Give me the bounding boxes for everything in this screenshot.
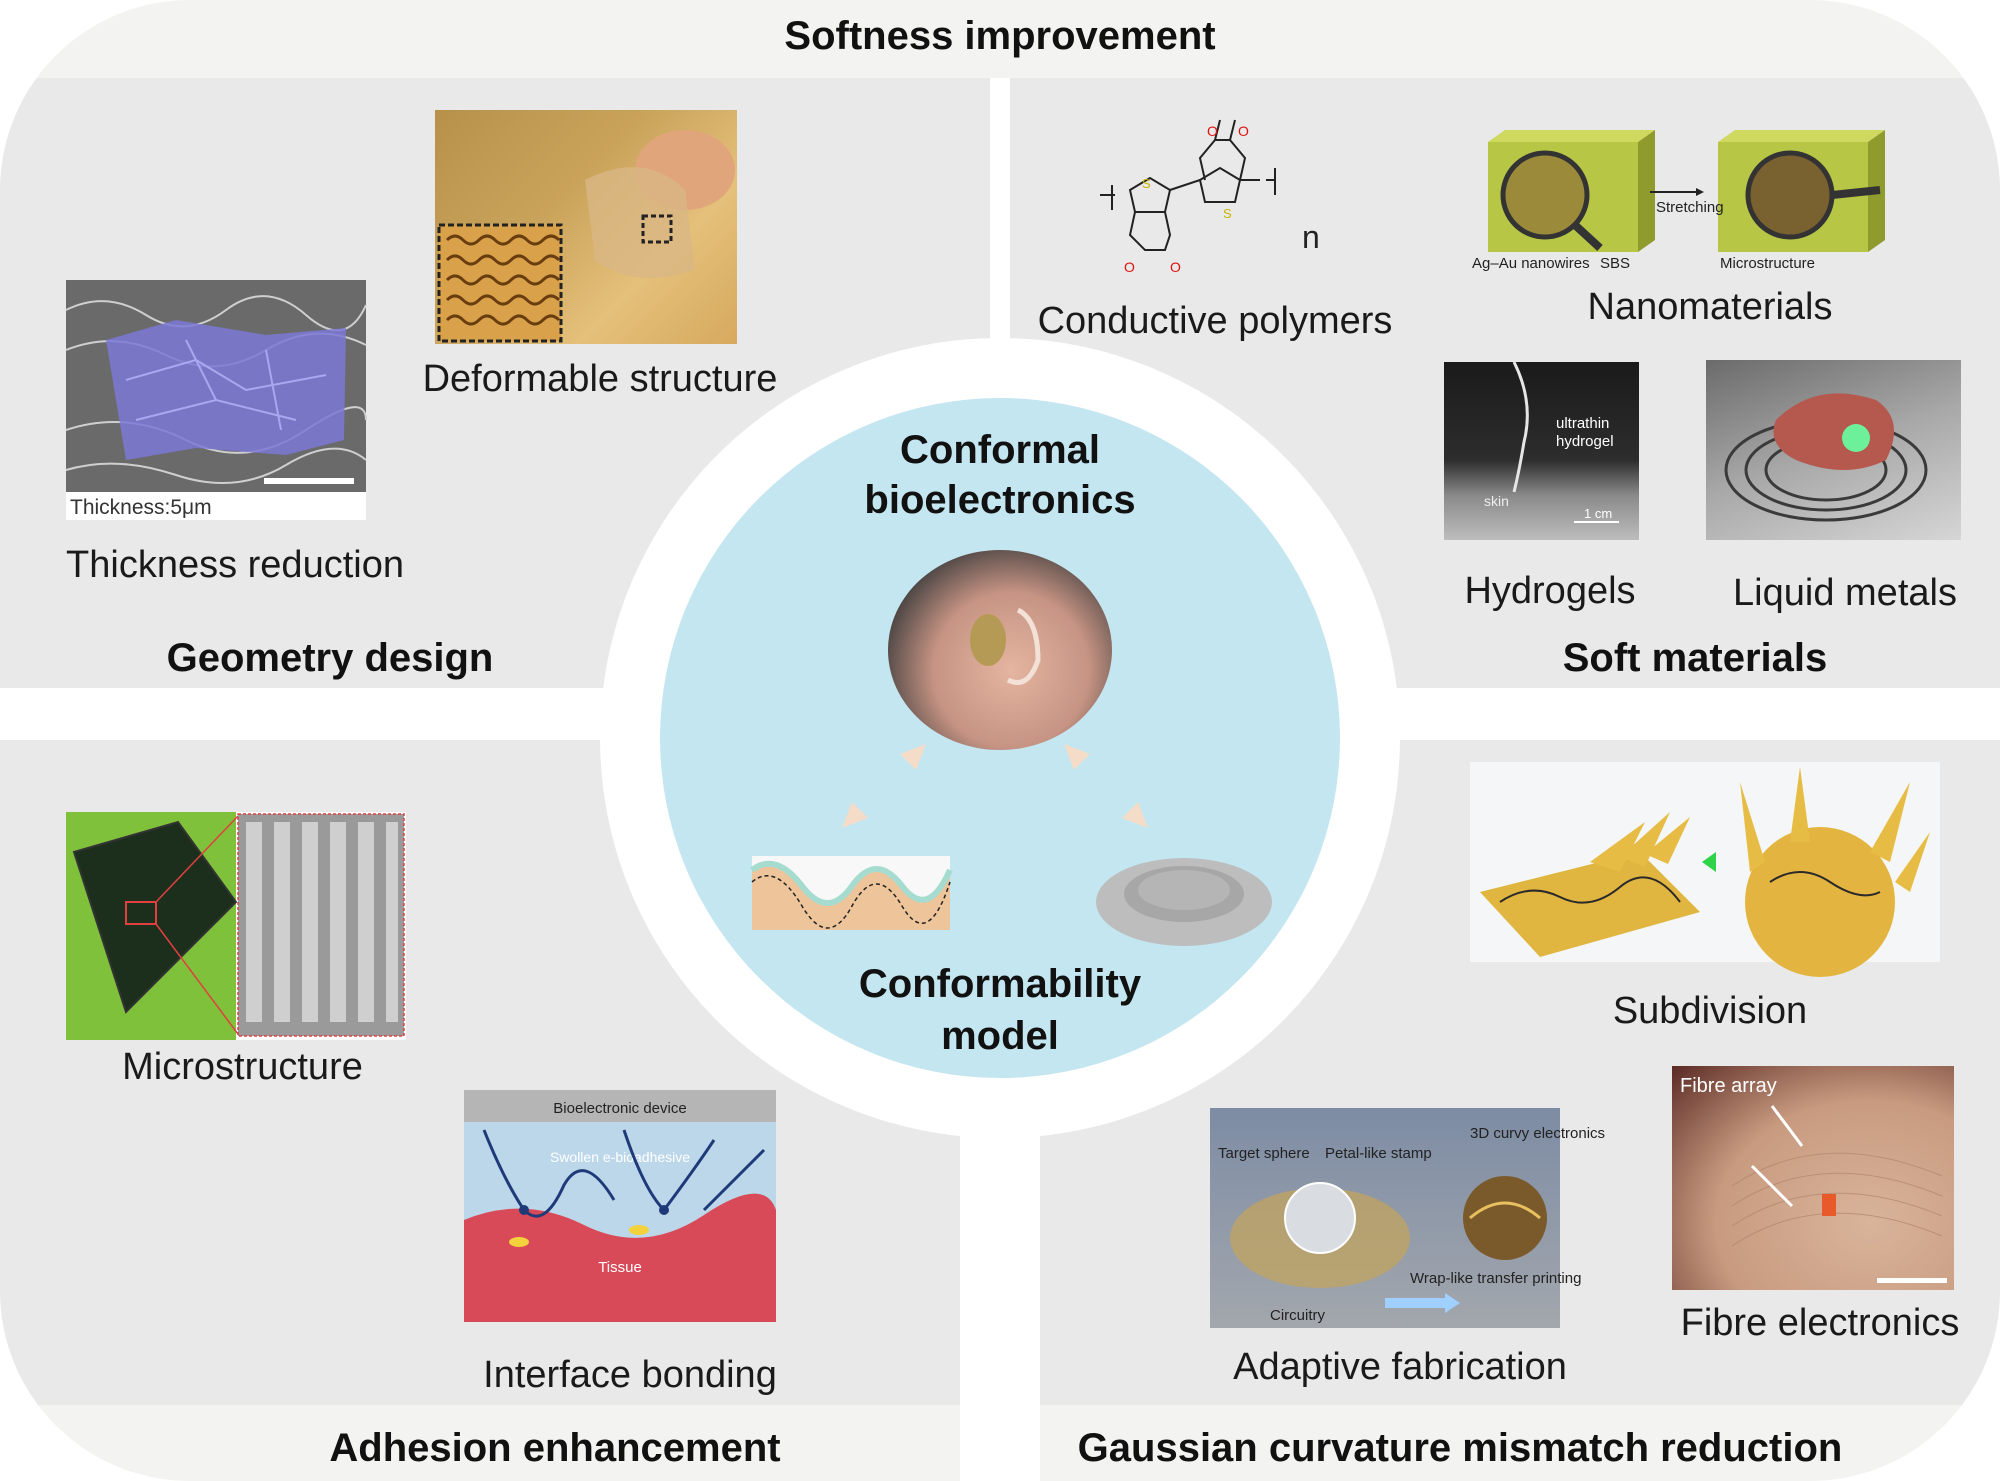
polymers-label: Conductive polymers	[1037, 300, 1393, 342]
fibre-electronics-image: Fibre array	[1672, 1066, 1954, 1290]
svg-text:S: S	[1223, 206, 1232, 221]
thickness-label: Thickness reduction	[66, 544, 404, 586]
arrow-right	[1064, 744, 1148, 828]
nanomaterials-image: Ag–Au nanowires SBS Stretching Microstru…	[1470, 130, 1950, 280]
interface-bonding-image: Bioelectronic device Swollen e-bioadhesi…	[464, 1090, 776, 1322]
hydrogel-skin: skin	[1484, 493, 1509, 509]
interface-bonding-label: Interface bonding	[483, 1354, 777, 1396]
svg-text:O: O	[1170, 259, 1181, 275]
device-label: Bioelectronic device	[553, 1100, 686, 1117]
center-title-2: bioelectronics	[864, 478, 1136, 522]
header-band	[0, 0, 2000, 78]
circuitry-label: Circuitry	[1270, 1307, 1325, 1324]
hydrogels-label: Hydrogels	[1464, 570, 1636, 612]
svg-text:hydrogel: hydrogel	[1556, 433, 1614, 450]
nanomaterials-label: Nanomaterials	[1587, 286, 1833, 328]
device-on-finger	[970, 614, 1006, 666]
polymer-n: n	[1302, 219, 1320, 255]
deformable-image	[435, 110, 737, 344]
microstructure-image	[66, 812, 406, 1040]
adhesive-label: Swollen e-bioadhesive	[550, 1149, 690, 1165]
deformable-label: Deformable structure	[422, 358, 778, 400]
thickness-image: Thickness:5μm	[65, 280, 367, 520]
nano-ag: Ag–Au nanowires	[1472, 255, 1590, 272]
subdivision-label: Subdivision	[1612, 990, 1808, 1032]
wrap-transfer: Wrap-like transfer printing	[1410, 1270, 1581, 1287]
adaptive-fabrication-label: Adaptive fabrication	[1233, 1346, 1567, 1388]
nano-sbs: SBS	[1600, 255, 1630, 272]
scale-bar	[264, 478, 354, 484]
svg-text:ultrathin: ultrathin	[1556, 415, 1609, 432]
thickness-caption: Thickness:5μm	[70, 496, 212, 519]
adhesion-title: Adhesion enhancement	[329, 1426, 781, 1470]
header-title: Softness improvement	[784, 14, 1216, 58]
center-title-1: Conformal	[900, 428, 1100, 472]
footer-band-right	[1040, 1405, 2000, 1481]
fibre-array: Fibre array	[1680, 1075, 1777, 1097]
disc-model	[1096, 858, 1272, 946]
model-title-1: Conformability	[858, 962, 1142, 1006]
liquid-metals-label: Liquid metals	[1733, 572, 1957, 614]
svg-text:O: O	[1238, 123, 1249, 139]
liquid-metal-image	[1706, 360, 1961, 540]
fibre-electronics-label: Fibre electronics	[1680, 1302, 1960, 1344]
svg-text:O: O	[1124, 259, 1135, 275]
target-sphere: Target sphere	[1218, 1145, 1310, 1162]
nano-stretch: Stretching	[1656, 199, 1724, 216]
arrow-left	[842, 744, 926, 828]
hydrogel-image: ultrathin hydrogel skin 1 cm	[1444, 361, 1639, 540]
footer-band-left	[0, 1405, 960, 1481]
microstructure-label: Microstructure	[122, 1046, 363, 1088]
svg-text:S: S	[1142, 176, 1151, 191]
curvy-electronics: 3D curvy electronics	[1470, 1125, 1605, 1142]
wavy-interface	[750, 856, 953, 930]
adaptive-fabrication-image: Target sphere Petal-like stamp 3D curvy …	[1210, 1108, 1605, 1328]
tissue-label: Tissue	[598, 1259, 642, 1276]
geometry-title: Geometry design	[166, 636, 494, 680]
model-title-2: model	[941, 1014, 1059, 1058]
conformal-device-photo	[888, 550, 1112, 750]
gaussian-title: Gaussian curvature mismatch reduction	[1077, 1426, 1843, 1470]
materials-title: Soft materials	[1562, 636, 1828, 680]
nano-micro: Microstructure	[1720, 255, 1815, 272]
polymer-structure: S S O O O O n	[1090, 100, 1350, 305]
svg-text:O: O	[1207, 123, 1218, 139]
petal-stamp: Petal-like stamp	[1325, 1145, 1432, 1162]
double-arrows	[842, 744, 1148, 828]
highlight-region	[106, 320, 346, 460]
hydrogel-scale: 1 cm	[1584, 506, 1612, 521]
subdivision-image	[1470, 762, 1940, 977]
